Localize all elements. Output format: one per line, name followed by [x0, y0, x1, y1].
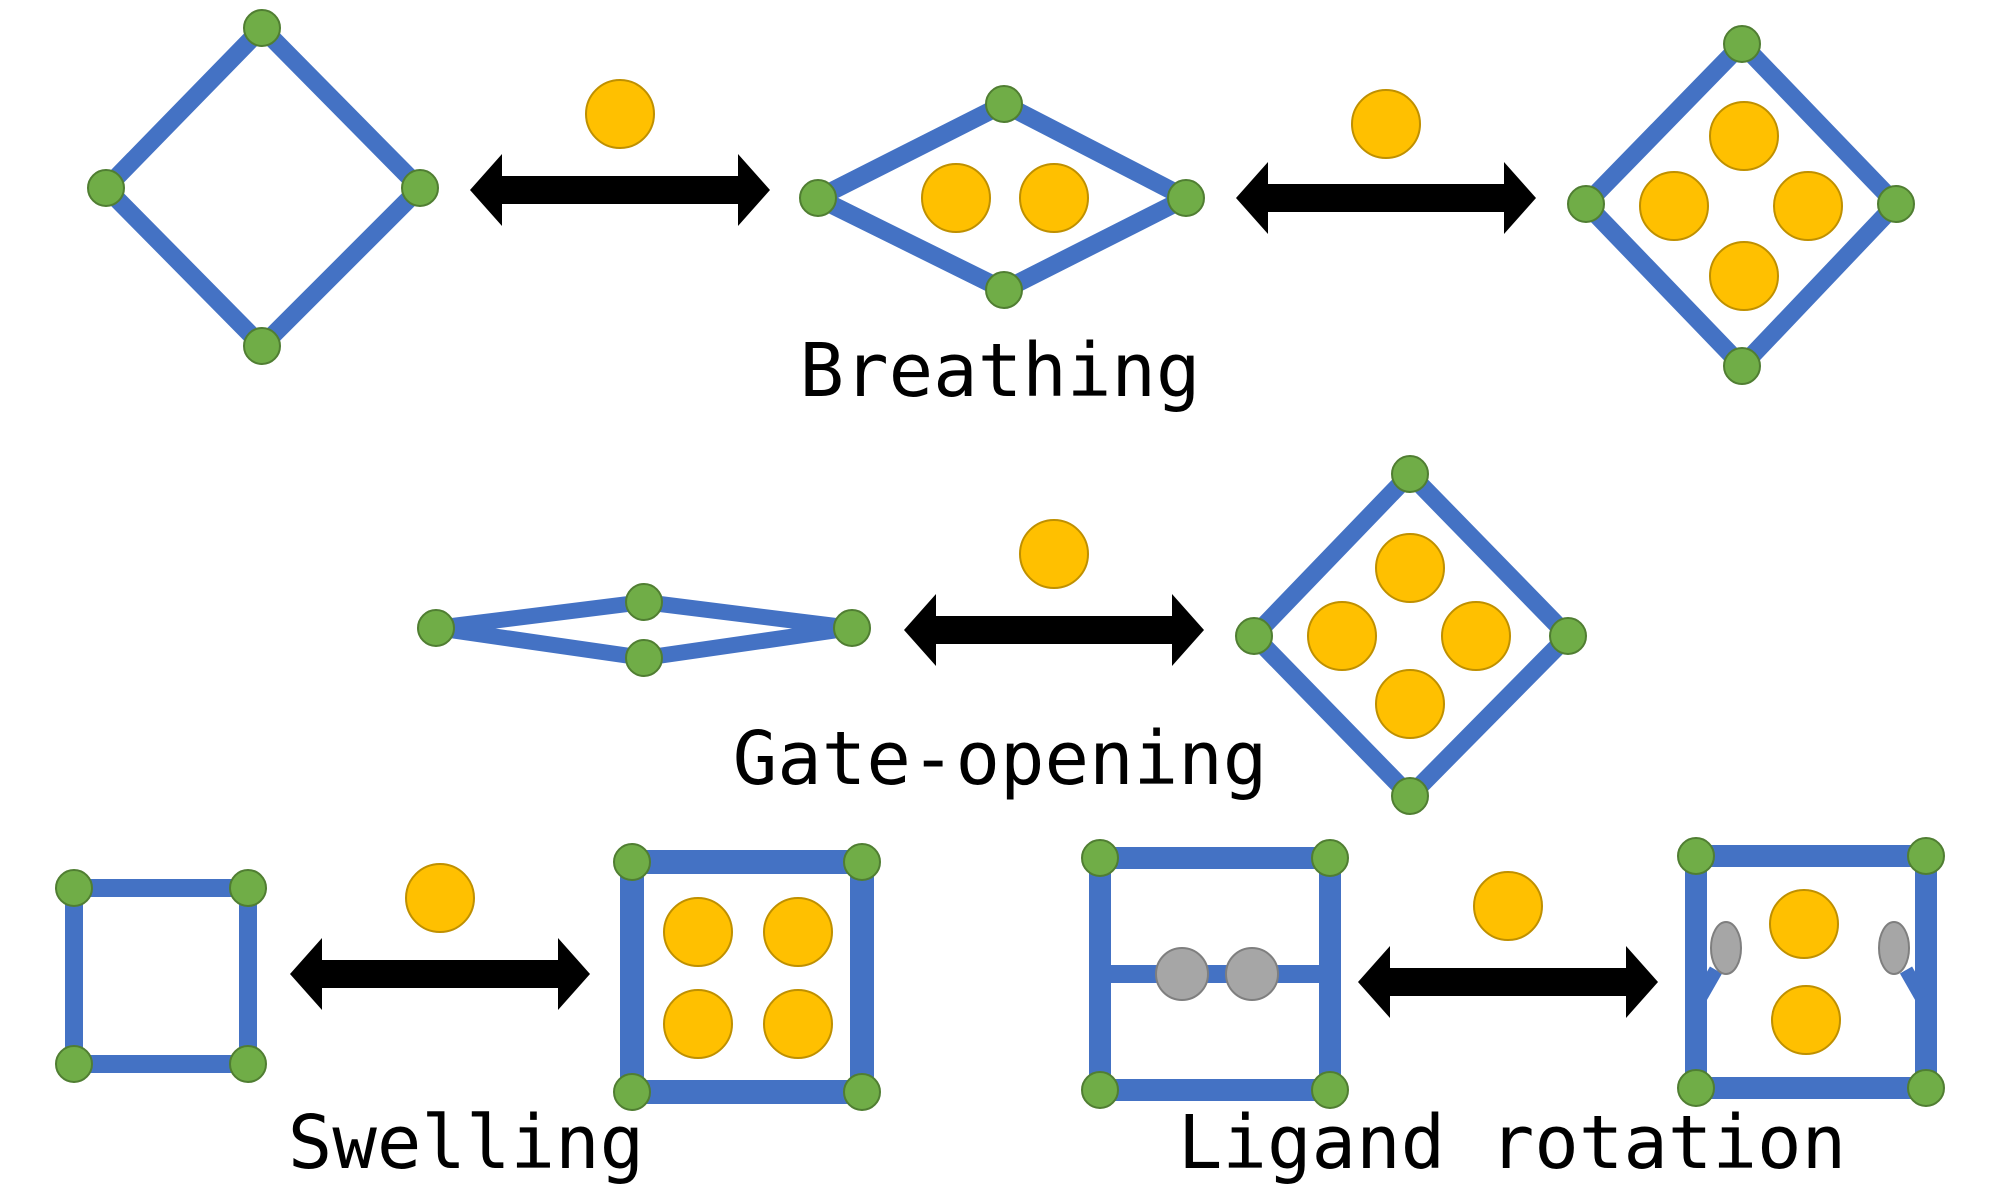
breathing-empty-diamond [87, 9, 439, 365]
guest-molecule [763, 897, 833, 967]
metal-node [1311, 839, 1349, 877]
breathing-row: Breathing [87, 9, 1915, 414]
metal-node [1677, 1069, 1715, 1107]
metal-node [1723, 25, 1761, 63]
metal-node [985, 85, 1023, 123]
guest-molecule [1019, 163, 1089, 233]
metal-node [87, 169, 125, 207]
ligand-group [1710, 921, 1742, 975]
guest-molecule [663, 989, 733, 1059]
metal-node [625, 583, 663, 621]
guest-molecule [405, 863, 475, 933]
reversible-arrow [1236, 162, 1536, 234]
guest-molecule [585, 79, 655, 149]
ligand-group [1155, 947, 1209, 1001]
metal-node [243, 9, 281, 47]
metal-node [613, 1073, 651, 1111]
reversible-arrow [290, 938, 590, 1010]
guest-molecule [1709, 101, 1779, 171]
metal-node [1907, 1069, 1945, 1107]
metal-node [401, 169, 439, 207]
metal-node [1723, 347, 1761, 385]
guest-molecule [1019, 519, 1089, 589]
label-swelling: Swelling [288, 1100, 644, 1186]
gate-closed-cell [417, 583, 871, 677]
ligand-group [1878, 921, 1910, 975]
guest-molecule [1769, 889, 1839, 959]
reversible-arrow [470, 154, 770, 226]
breathing-large-pore [1567, 25, 1915, 385]
metal-node [843, 843, 881, 881]
breathing-narrow-pore [799, 85, 1205, 309]
metal-node [243, 327, 281, 365]
ligand-closed-cell [1081, 839, 1349, 1109]
metal-node [1549, 617, 1587, 655]
metal-node [1391, 777, 1429, 815]
metal-node [1081, 839, 1119, 877]
metal-node [55, 869, 93, 907]
metal-node [1907, 837, 1945, 875]
metal-node [1167, 179, 1205, 217]
metal-node [833, 609, 871, 647]
guest-molecule [663, 897, 733, 967]
guest-molecule [763, 989, 833, 1059]
guest-molecule [1639, 171, 1709, 241]
metal-node [1235, 617, 1273, 655]
metal-node [1677, 837, 1715, 875]
gate-opening-row: Gate-opening [417, 455, 1587, 815]
metal-node [1081, 1071, 1119, 1109]
gate-open-cell [1235, 455, 1587, 815]
metal-node [229, 1045, 267, 1083]
metal-node [843, 1073, 881, 1111]
guest-molecule [1709, 241, 1779, 311]
guest-molecule [1375, 669, 1445, 739]
metal-node [1877, 185, 1915, 223]
metal-node [417, 609, 455, 647]
guest-molecule [1307, 601, 1377, 671]
guest-molecule [1351, 89, 1421, 159]
label-breathing: Breathing [800, 328, 1201, 414]
metal-node [55, 1045, 93, 1083]
guest-molecule [1771, 985, 1841, 1055]
guest-molecule [1375, 533, 1445, 603]
metal-node [613, 843, 651, 881]
metal-node [799, 179, 837, 217]
guest-molecule [1441, 601, 1511, 671]
label-gate-opening: Gate-opening [733, 716, 1268, 802]
swelling-panel: Swelling [55, 843, 881, 1186]
swelling-small-cell [55, 869, 267, 1083]
swelling-expanded-cell [613, 843, 881, 1111]
metal-node [1567, 185, 1605, 223]
ligand-rotation-panel: Ligand rotation [1081, 837, 1945, 1186]
reversible-arrow [904, 594, 1204, 666]
reversible-arrow [1358, 946, 1658, 1018]
ligand-group [1225, 947, 1279, 1001]
metal-node [625, 639, 663, 677]
guest-molecule [1473, 871, 1543, 941]
metal-node [229, 869, 267, 907]
metal-node [1391, 455, 1429, 493]
ligand-open-cell [1677, 837, 1945, 1107]
guest-molecule [1773, 171, 1843, 241]
metal-node [1311, 1071, 1349, 1109]
guest-molecule [921, 163, 991, 233]
metal-node [985, 271, 1023, 309]
label-ligand-rotation: Ligand rotation [1178, 1100, 1846, 1186]
